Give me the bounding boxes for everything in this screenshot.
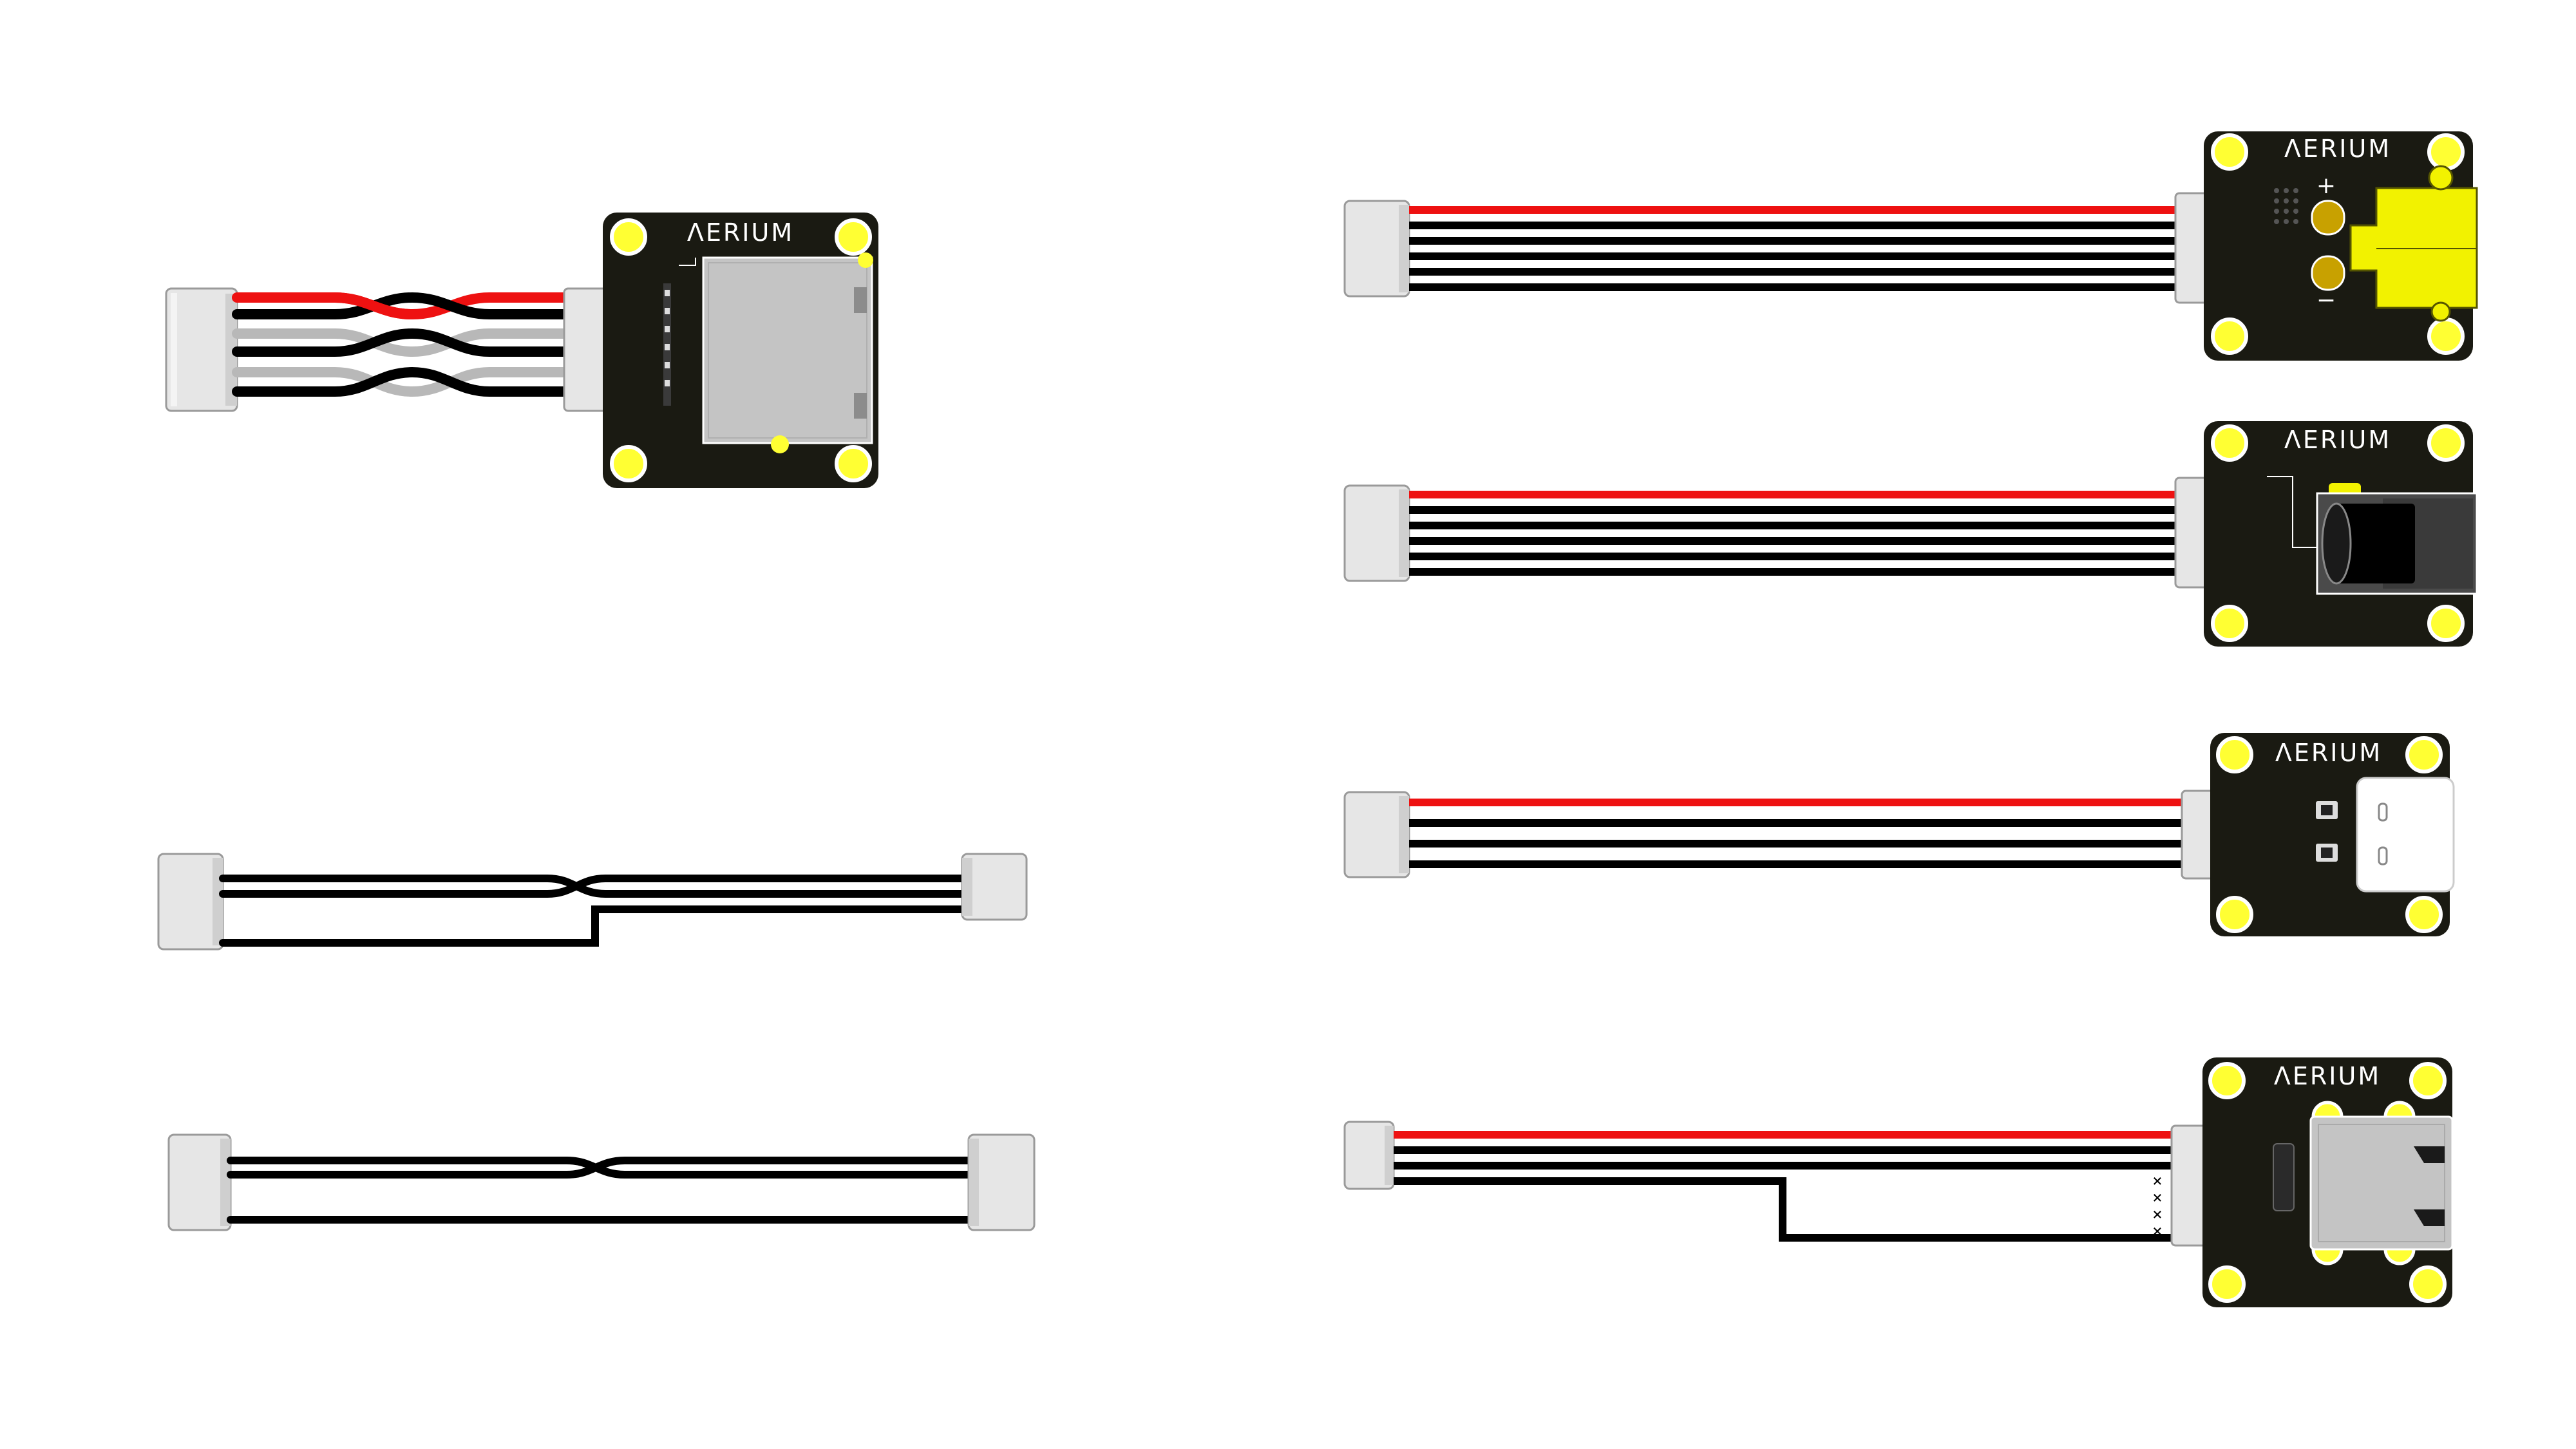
left-connector[interactable]: [165, 287, 238, 412]
svg-text:×: ×: [2152, 1222, 2163, 1241]
mount-hole-icon: [2216, 736, 2253, 773]
wire-bundle: [1409, 491, 2177, 576]
svg-text:×: ×: [2152, 1188, 2163, 1208]
rj45-adapter-module: ΛERIUM: [165, 213, 878, 488]
brand-logo: ΛERIUM: [687, 218, 794, 247]
svg-text:×: ×: [2152, 1205, 2163, 1224]
left-connector[interactable]: [1343, 484, 1410, 582]
usb-a-board: ΛERIUM: [2202, 1057, 2454, 1307]
cable-3wire-a: [157, 853, 1028, 951]
mount-hole-icon: [610, 445, 647, 482]
mount-hole-icon: [2427, 133, 2465, 171]
usb-c-port: [2356, 777, 2455, 893]
mount-hole-icon: [610, 218, 647, 256]
usb-a-port: [2309, 1115, 2454, 1251]
brand-logo: ΛERIUM: [2284, 426, 2391, 454]
right-connector[interactable]: [967, 1133, 1036, 1231]
mount-hole-icon: [2427, 424, 2465, 462]
xt-pin-positive: [2311, 200, 2345, 236]
twisted-wire-bundle: [232, 292, 572, 397]
usb-a-adapter-module: × × × × ΛERIUM: [1343, 1057, 2454, 1307]
mount-hole-icon: [2211, 317, 2248, 355]
wire-bundle: [1409, 799, 2183, 868]
wire-bundle: [219, 875, 970, 947]
usb-c-adapter-module: ΛERIUM: [1343, 733, 2455, 936]
mount-hole-icon: [2427, 605, 2465, 642]
xt-power-board: ΛERIUM + −: [2204, 131, 2478, 361]
mount-hole-icon: [2405, 896, 2443, 933]
left-connector[interactable]: [157, 853, 224, 951]
wire-bundle: [227, 1157, 975, 1224]
mount-hole-icon: [835, 218, 872, 256]
mount-hole-icon: [2211, 133, 2248, 171]
barrel-jack-adapter-module: ΛERIUM: [1343, 421, 2478, 647]
brand-logo: ΛERIUM: [2274, 1062, 2381, 1090]
left-connector[interactable]: [1343, 791, 1410, 878]
plus-label: +: [2316, 173, 2336, 199]
left-connector[interactable]: [1343, 200, 1410, 298]
barrel-jack-board: ΛERIUM: [2204, 421, 2478, 647]
rj45-board: ΛERIUM: [603, 213, 878, 488]
brand-logo: ΛERIUM: [2275, 739, 2382, 767]
left-connector[interactable]: [1343, 1121, 1395, 1190]
brand-logo: ΛERIUM: [2284, 135, 2391, 163]
mount-hole-icon: [2405, 736, 2443, 773]
unused-pin-marks: × × × ×: [2152, 1171, 2163, 1241]
xt-power-adapter-module: ΛERIUM + −: [1343, 131, 2478, 361]
mount-hole-icon: [835, 445, 872, 482]
minus-label: −: [2316, 287, 2336, 314]
mount-hole-icon: [2211, 424, 2248, 462]
xt-pin-negative: [2311, 255, 2345, 291]
mount-hole-icon: [2208, 1062, 2246, 1099]
mount-hole-icon: [2208, 1265, 2246, 1303]
right-connector[interactable]: [961, 853, 1028, 921]
mount-hole-icon: [2216, 896, 2253, 933]
usb-c-board: ΛERIUM: [2210, 733, 2455, 936]
cable-3wire-b: [167, 1133, 1036, 1231]
mount-hole-icon: [2211, 605, 2248, 642]
rj45-jack: [702, 256, 873, 444]
wire-bundle: [1409, 206, 2177, 291]
wire-bundle: [1394, 1131, 2175, 1242]
left-connector[interactable]: [167, 1133, 232, 1231]
mount-hole-icon: [2409, 1062, 2447, 1099]
mount-hole-icon: [2409, 1265, 2447, 1303]
svg-text:×: ×: [2152, 1171, 2163, 1191]
mount-hole-icon: [2427, 317, 2465, 355]
